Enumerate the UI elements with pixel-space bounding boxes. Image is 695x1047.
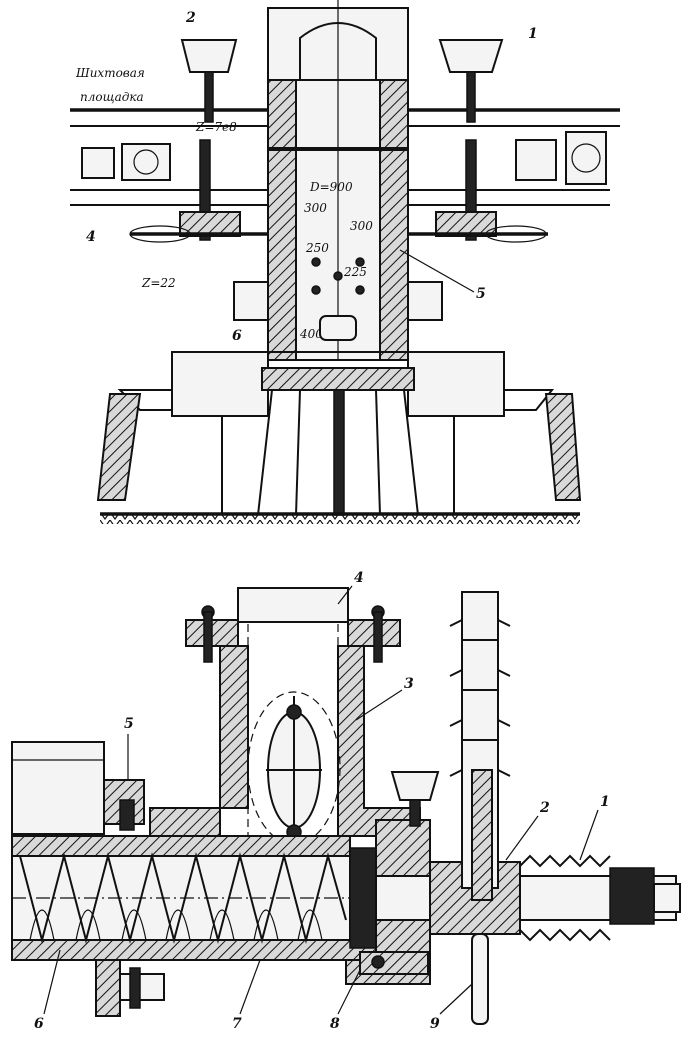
platform-label-line2: площадка [80,90,144,104]
dimension-300-a: 300 [304,201,327,215]
support-frame [96,351,582,516]
sprocket-chain [449,591,511,1025]
bottom-label-6: 6 [34,1016,44,1032]
grease-cup [390,771,440,827]
right-drive [408,131,610,241]
diameter-dimension: D=900 [309,180,353,194]
tooth-count-gear: Z=22 [141,276,176,290]
left-foot [95,959,165,1017]
bottom-label-5: 5 [124,716,134,732]
dimension-400: 400 [299,327,323,341]
dimension-300-b: 300 [350,219,373,233]
bottom-label-2: 2 [539,800,550,816]
top-label-2: 2 [185,10,196,26]
top-label-5: 5 [476,286,486,302]
bottom-label-1: 1 [600,794,610,810]
charging-platform [70,108,620,127]
top-assembly-view: Шихтовая площадка 2 1 Z=7e8 [70,0,620,524]
dimension-250: 250 [305,241,329,255]
top-label-1: 1 [528,26,538,42]
left-lubricator-cup [180,39,238,123]
platform-label-line1: Шихтовая [75,66,145,80]
bottom-section-view: 4 3 5 2 1 6 7 8 9 [11,570,681,1032]
inspection-port [247,691,341,846]
left-hopper [11,741,145,835]
dimension-225: 225 [343,265,367,279]
left-drive [70,139,268,241]
bottom-label-7: 7 [232,1016,242,1032]
ground-line [100,514,580,524]
right-lubricator-cup [438,39,504,123]
tooth-count-top: Z=7e8 [195,120,237,134]
top-label-4: 4 [86,229,96,245]
center-bolts [311,257,365,341]
bottom-label-4: 4 [354,570,364,586]
bottom-label-8: 8 [330,1016,340,1032]
bottom-label-9: 9 [430,1016,440,1032]
top-label-6: 6 [232,328,242,344]
bottom-label-3: 3 [404,676,414,692]
